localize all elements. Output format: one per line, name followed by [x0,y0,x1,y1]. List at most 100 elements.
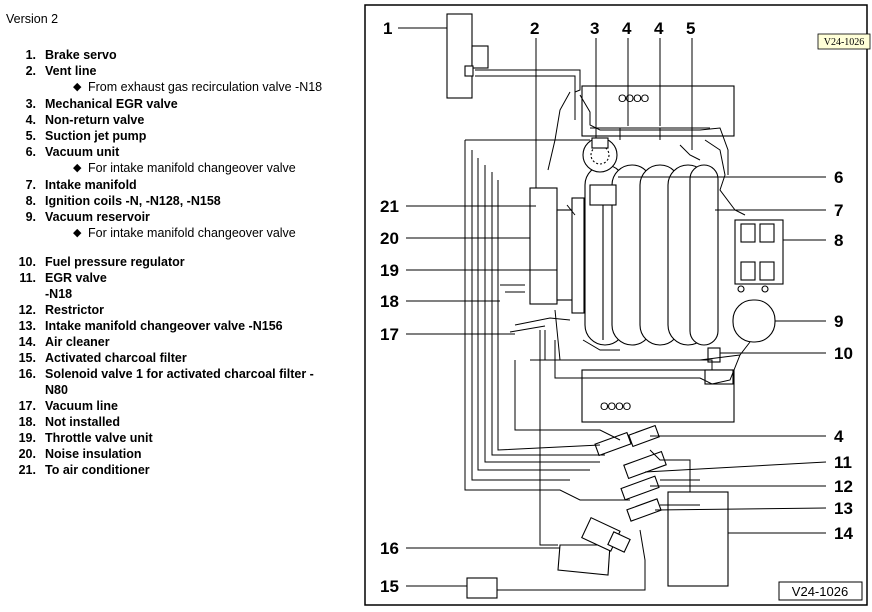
egr-valve-n18 [623,450,667,480]
legend-number: 15. [18,351,36,365]
legend-number: 14. [18,335,36,349]
legend-item: 11. EGR valve [0,270,350,286]
legend-label: Brake servo [45,48,117,62]
brake-servo [446,13,473,99]
vacuum-reservoir [732,299,776,343]
legend-label: EGR valve [45,271,107,285]
legend-number: 10. [18,255,36,269]
callout-4c: 4 [834,427,844,446]
callout-21: 21 [380,197,399,216]
legend-subnote: ◆For intake manifold changeover valve [0,160,350,177]
legend-item: 16. Solenoid valve 1 for activated charco… [0,366,350,382]
legend-label: Fuel pressure regulator [45,255,185,269]
legend-number: 5. [25,129,36,143]
diagram-frame [364,4,868,606]
legend-number: 9. [25,210,36,224]
callout-20: 20 [380,229,399,248]
legend-label: Restrictor [45,303,105,317]
legend-label: Mechanical EGR valve [45,97,178,111]
legend-label: Activated charcoal filter [45,351,187,365]
legend-label: Vacuum unit [45,145,120,159]
solenoid-valve-n80 [557,544,611,576]
callout-14: 14 [834,524,853,543]
version-label: Version 2 [6,12,59,26]
legend-item: 15. Activated charcoal filter [0,350,350,366]
legend-item: 20.Noise insulation [0,446,350,462]
legend-number: 21. [18,463,36,477]
noise-insulation [529,187,558,305]
legend-number: 12. [18,303,36,317]
callout-1: 1 [383,19,392,38]
legend-subnote-text: For intake manifold changeover valve [88,226,296,240]
diamond-bullet-icon: ◆ [73,162,82,174]
callout-8: 8 [834,231,843,250]
callout-4a: 4 [622,19,632,38]
legend-item: 2.Vent line [0,63,350,79]
air-cleaner [667,491,729,587]
legend-label: Not installed [45,415,121,429]
legend-item: 1.Brake servo [0,47,350,63]
diamond-bullet-icon: ◆ [73,227,82,239]
legend-item: 13.Intake manifold changeover valve -N15… [0,318,350,334]
legend-item: 21. To air conditioner [0,462,350,478]
legend-label: Vacuum reservoir [45,210,150,224]
callout-13: 13 [834,499,853,518]
callout-6: 6 [834,168,843,187]
legend-number: 7. [25,178,36,192]
diamond-bullet-icon: ◆ [73,81,82,93]
legend-item-continued: -N18 [0,286,350,302]
legend-label: Air cleaner [45,335,110,349]
legend-number: 13. [18,319,36,333]
legend-number: 3. [25,97,36,111]
callout-2: 2 [530,19,539,38]
ref-badge-box [817,33,871,50]
legend-number: 8. [25,194,36,208]
legend-item: 6. Vacuum unit [0,144,350,160]
callout-10: 10 [834,344,853,363]
legend-label-line2: N80 [45,383,68,397]
callout-19: 19 [380,261,399,280]
legend-item-continued: N80 [0,382,350,398]
legend-number: 20. [18,447,36,461]
legend-label: Suction jet pump [45,129,147,143]
throttle-valve-unit [556,209,574,301]
callout-11: 11 [834,453,852,472]
legend-label: To air conditioner [45,463,150,477]
changeover-valve-n156 [626,498,662,522]
legend-item: 17.Vacuum line [0,398,350,414]
legend-label: Throttle valve unit [45,431,153,445]
legend-subnote: ◆From exhaust gas recirculation valve -N… [0,79,350,96]
legend-number: 18. [18,415,36,429]
legend-label: Vacuum line [45,399,118,413]
intake-manifold [584,164,719,346]
legend-item: 4. Non-return valve [0,112,350,128]
legend-label-line2: -N18 [45,287,73,301]
restrictor [620,475,660,501]
legend-subnote: ◆ For intake manifold changeover valve [0,225,350,242]
legend-item: 3. Mechanical EGR valve [0,96,350,112]
legend-number: 19. [18,431,36,445]
legend-number: 4. [25,113,36,127]
legend-number: 2. [25,64,36,78]
engine-logo-top: OOOO [618,93,650,105]
callout-3: 3 [590,19,599,38]
legend-item: 8. Ignition coils -N, -N128, -N158 [0,193,350,209]
callout-17: 17 [380,325,399,344]
callout-9: 9 [834,312,843,331]
legend-number: 6. [25,145,36,159]
legend-label: Ignition coils -N, -N128, -N158 [45,194,221,208]
legend-item: 19. Throttle valve unit [0,430,350,446]
ref-corner: V24-1026 [792,584,848,599]
legend-label: Solenoid valve 1 for activated charcoal … [45,367,314,381]
callout-4b: 4 [654,19,664,38]
legend-item: 14. Air cleaner [0,334,350,350]
legend-number: 11. [19,271,36,285]
legend-item: 10. Fuel pressure regulator [0,254,350,270]
legend-number: 16. [18,367,36,381]
legend-item: 9. Vacuum reservoir [0,209,350,225]
legend-label: Non-return valve [45,113,145,127]
callout-18: 18 [380,292,399,311]
engine-logo-bottom: OOOO [600,401,632,413]
